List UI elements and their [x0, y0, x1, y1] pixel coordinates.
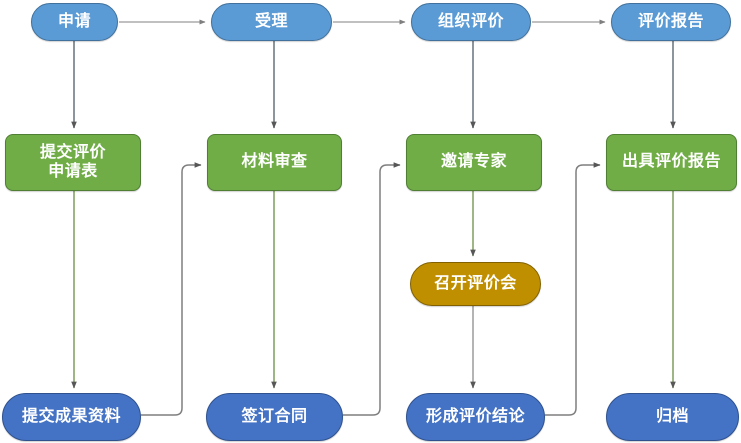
task-node-submit-form[interactable]: 提交评价 申请表	[5, 134, 141, 191]
output-node-label: 提交成果资料	[21, 407, 121, 425]
output-node-label: 形成评价结论	[425, 407, 525, 425]
output-node-sign-contract[interactable]: 签订合同	[206, 393, 343, 441]
stage-node-accept[interactable]: 受理	[211, 3, 332, 41]
task-node-label: 邀请专家	[440, 153, 507, 171]
conn-results-review	[141, 162, 202, 416]
stage-node-label: 组织评价	[437, 12, 504, 30]
stage-node-organize[interactable]: 组织评价	[411, 3, 531, 41]
task-node-issue-report[interactable]: 出具评价报告	[606, 134, 737, 191]
meeting-node-label: 召开评价会	[434, 274, 517, 292]
output-node-conclusion[interactable]: 形成评价结论	[406, 393, 545, 441]
task-node-label: 提交评价 申请表	[39, 143, 106, 180]
output-node-submit-results[interactable]: 提交成果资料	[2, 393, 141, 441]
output-node-label: 签订合同	[241, 407, 308, 425]
task-node-review-docs[interactable]: 材料审查	[207, 134, 342, 191]
stage-node-label: 申请	[57, 12, 91, 30]
conn-conclusion-issue	[545, 162, 601, 416]
stage-node-report[interactable]: 评价报告	[611, 3, 731, 41]
stage-node-label: 评价报告	[637, 12, 704, 30]
stage-node-label: 受理	[254, 12, 288, 30]
output-node-archive[interactable]: 归档	[606, 393, 739, 441]
meeting-node-hold[interactable]: 召开评价会	[410, 262, 541, 306]
task-node-label: 出具评价报告	[621, 153, 721, 171]
task-node-invite-expert[interactable]: 邀请专家	[406, 134, 542, 191]
stage-node-apply[interactable]: 申请	[31, 3, 118, 41]
output-node-label: 归档	[655, 407, 689, 425]
conn-contract-invite	[343, 162, 401, 416]
task-node-label: 材料审查	[241, 153, 308, 171]
